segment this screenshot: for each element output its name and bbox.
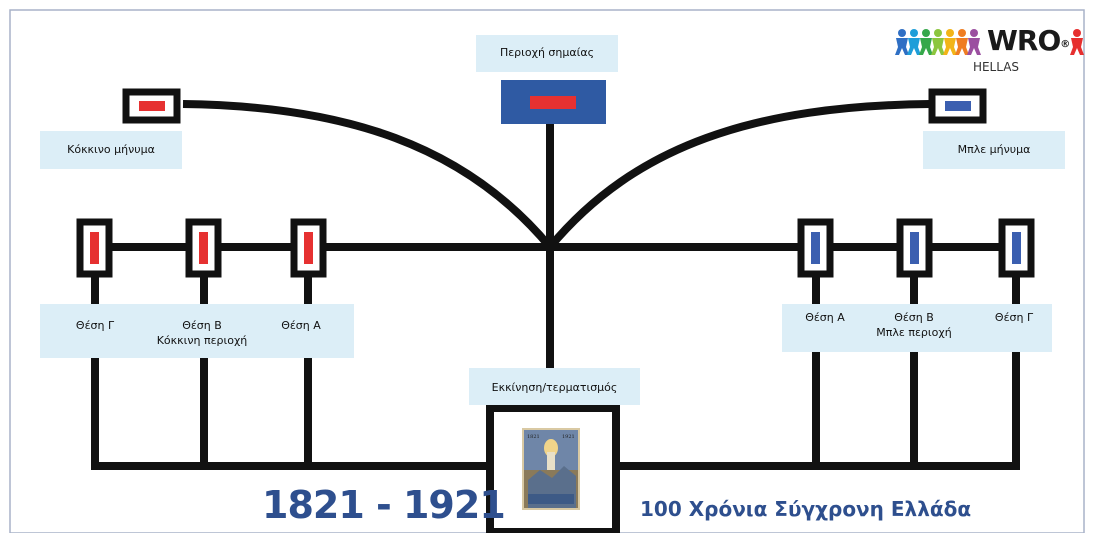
- red-message-mark: [139, 101, 165, 111]
- blue-zone-area-text: Μπλε περιοχή: [876, 326, 952, 339]
- wro-logo-figures: [895, 29, 1084, 55]
- page-border: [9, 9, 1085, 533]
- red-pos-c-text: Θέση Γ: [75, 319, 115, 332]
- poster-year-right: 1921: [562, 434, 575, 440]
- blue-position-b-block: [896, 218, 933, 278]
- logo-subtitle: HELLAS: [972, 60, 1020, 74]
- blue-message-mark: [945, 101, 971, 111]
- blue-message-text: Μπλε μήνυμα: [957, 143, 1031, 156]
- blue-pos-c-text: Θέση Γ: [994, 311, 1034, 324]
- arc-blue: [546, 100, 931, 250]
- red-message-text: Κόκκινο μήνυμα: [67, 143, 155, 156]
- blue-position-c-block: [998, 218, 1035, 278]
- footer-subtitle: 100 Χρόνια Σύγχρονη Ελλάδα: [640, 497, 972, 521]
- red-pos-a-text: Θέση Α: [281, 319, 321, 332]
- flag-area-red-mark: [530, 96, 576, 109]
- red-zone-area-text: Κόκκινη περιοχή: [156, 334, 248, 347]
- start-finish-label: Εκκίνηση/τερματισμός: [469, 368, 640, 405]
- poster-image: [522, 428, 580, 510]
- flag-area-label: Περιοχή σημαίας: [476, 35, 618, 72]
- blue-pos-a-text: Θέση Α: [805, 311, 845, 324]
- blue-pos-b-text: Θέση Β: [894, 311, 934, 324]
- red-pos-b-text: Θέση Β: [182, 319, 222, 332]
- blue-message-label: Μπλε μήνυμα: [923, 131, 1065, 169]
- logo-word: WRO: [987, 24, 1061, 57]
- poster-year-left: 1821: [527, 434, 540, 440]
- flag-area-text: Περιοχή σημαίας: [499, 46, 595, 59]
- arc-red: [182, 100, 554, 250]
- logo-registered: ®: [1060, 39, 1070, 50]
- logo-wordmark: WRO®: [987, 24, 1070, 58]
- blue-position-a-block: [797, 218, 834, 278]
- red-position-c-block: [76, 218, 113, 278]
- footer-years: 1821 - 1921: [262, 483, 506, 527]
- red-position-b-block: [185, 218, 222, 278]
- red-position-a-block: [290, 218, 327, 278]
- red-zone-label: Θέση Γ Θέση Β Κόκκινη περιοχή Θέση Α: [40, 304, 354, 358]
- start-finish-text: Εκκίνηση/τερματισμός: [491, 381, 618, 394]
- red-message-label: Κόκκινο μήνυμα: [40, 131, 182, 169]
- blue-zone-label: Θέση Α Θέση Β Μπλε περιοχή Θέση Γ: [782, 304, 1052, 352]
